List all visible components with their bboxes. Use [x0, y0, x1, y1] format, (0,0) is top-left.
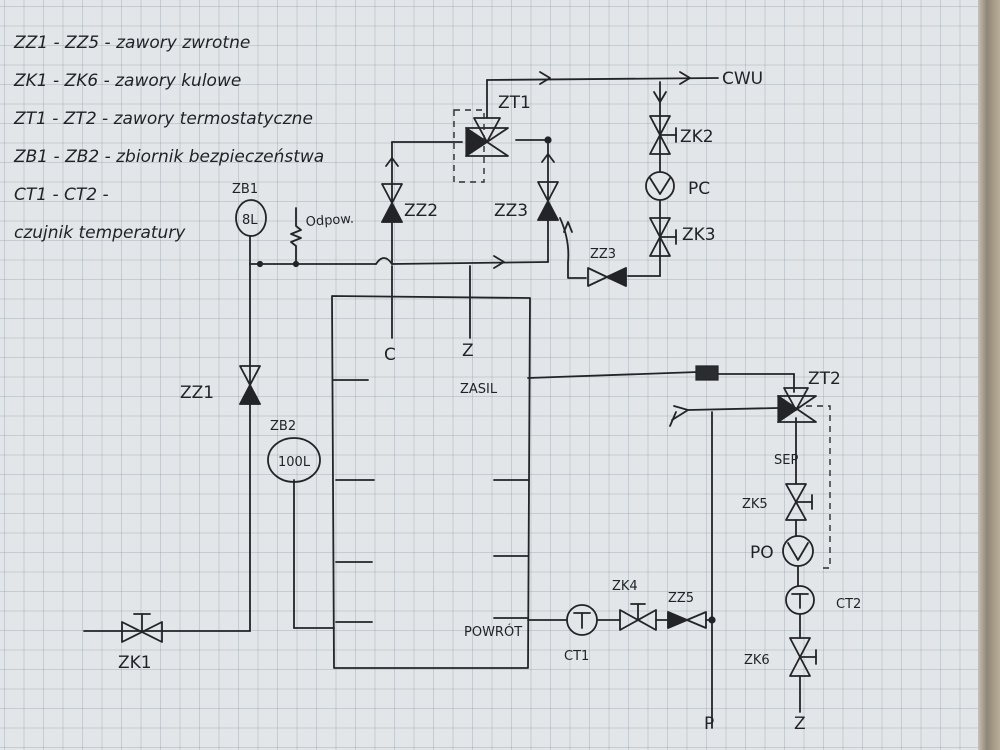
wooden-table-edge: [978, 0, 1000, 750]
tank-label-powrot: POWRÓT: [464, 624, 522, 640]
zk3-ball-valve: ZK3: [649, 217, 716, 257]
air-vent: Odpow.: [290, 207, 354, 263]
legend-line-3: ZT1 - ZT2 - zawory termostatyczne: [13, 109, 313, 129]
zz5-check-valve: ZZ5: [667, 591, 707, 629]
tank-label-zasil: ZASIL: [460, 382, 498, 397]
zk4-ball-valve: ZK4: [612, 579, 657, 631]
label-po: PO: [750, 543, 774, 563]
label-zk2: ZK2: [680, 127, 714, 147]
zk2-ball-valve: ZK2: [649, 91, 714, 155]
zz3-check-valve-horizontal: ZZ3: [587, 247, 627, 287]
ct2-temperature-sensor: CT2: [785, 585, 861, 615]
legend-line-2: ZK1 - ZK6 - zawory kulowe: [13, 71, 241, 91]
legend-line-5: CT1 - CT2 -: [14, 185, 109, 205]
pc-circulation-pump: PC: [645, 171, 710, 201]
label-air-vent: Odpow.: [305, 212, 354, 230]
label-zb2: ZB2: [270, 419, 296, 434]
storage-tank: C Z ZASIL POWRÓT: [331, 265, 531, 669]
zt2-thermostatic-valve: ZT2: [777, 369, 841, 424]
label-sep: SEP: [774, 453, 798, 468]
label-zk3: ZK3: [682, 225, 716, 245]
label-zb1-volume: 8L: [242, 213, 258, 228]
label-zt2: ZT2: [808, 369, 841, 389]
tank-label-c: C: [384, 345, 396, 365]
label-ct1: CT1: [564, 649, 589, 664]
cold-water-supply: [83, 255, 549, 632]
po-circulation-pump: PO: [750, 535, 814, 567]
heating-circuit: P Z: [527, 365, 831, 734]
label-pc: PC: [688, 179, 710, 199]
zz3-check-valve-vertical: ZZ3: [494, 181, 560, 221]
zk5-ball-valve: ZK5: [742, 483, 813, 521]
zz1-check-valve: ZZ1: [180, 365, 262, 405]
legend-line-6: czujnik temperatury: [14, 223, 186, 243]
label-zz1: ZZ1: [180, 383, 214, 403]
hot-water-circuit: CWU: [385, 69, 763, 265]
legend: ZZ1 - ZZ5 - zawory zwrotne ZK1 - ZK6 - z…: [13, 33, 324, 243]
zk1-ball-valve: ZK1: [118, 613, 163, 673]
zb2-expansion-vessel: ZB2 100L: [267, 419, 321, 483]
zz2-check-valve: ZZ2: [380, 183, 438, 223]
zb1-expansion-vessel: ZB1 8L: [232, 182, 267, 265]
legend-line-4: ZB1 - ZB2 - zbiornik bezpieczeństwa: [13, 147, 324, 167]
label-zb2-volume: 100L: [278, 455, 311, 470]
label-zt1: ZT1: [498, 93, 531, 113]
tank-label-z: Z: [462, 341, 474, 361]
label-zk4: ZK4: [612, 579, 638, 594]
label-zz2: ZZ2: [404, 201, 438, 221]
label-zk1: ZK1: [118, 653, 152, 673]
zt1-thermostatic-valve: ZT1: [453, 93, 531, 183]
ct1-temperature-sensor: CT1: [564, 604, 598, 664]
label-zk5: ZK5: [742, 497, 768, 512]
label-ct2: CT2: [836, 597, 861, 612]
label-zz3-horizontal: ZZ3: [590, 247, 616, 262]
legend-line-1: ZZ1 - ZZ5 - zawory zwrotne: [13, 33, 250, 53]
label-zz5: ZZ5: [668, 591, 694, 606]
label-zz3-vertical: ZZ3: [494, 201, 528, 221]
label-zk6: ZK6: [744, 653, 770, 668]
zk6-ball-valve: ZK6: [744, 637, 817, 677]
label-cwu: CWU: [722, 69, 763, 89]
label-z-bottom: Z: [794, 714, 806, 734]
label-zb1: ZB1: [232, 182, 258, 197]
label-p: P: [704, 714, 714, 734]
